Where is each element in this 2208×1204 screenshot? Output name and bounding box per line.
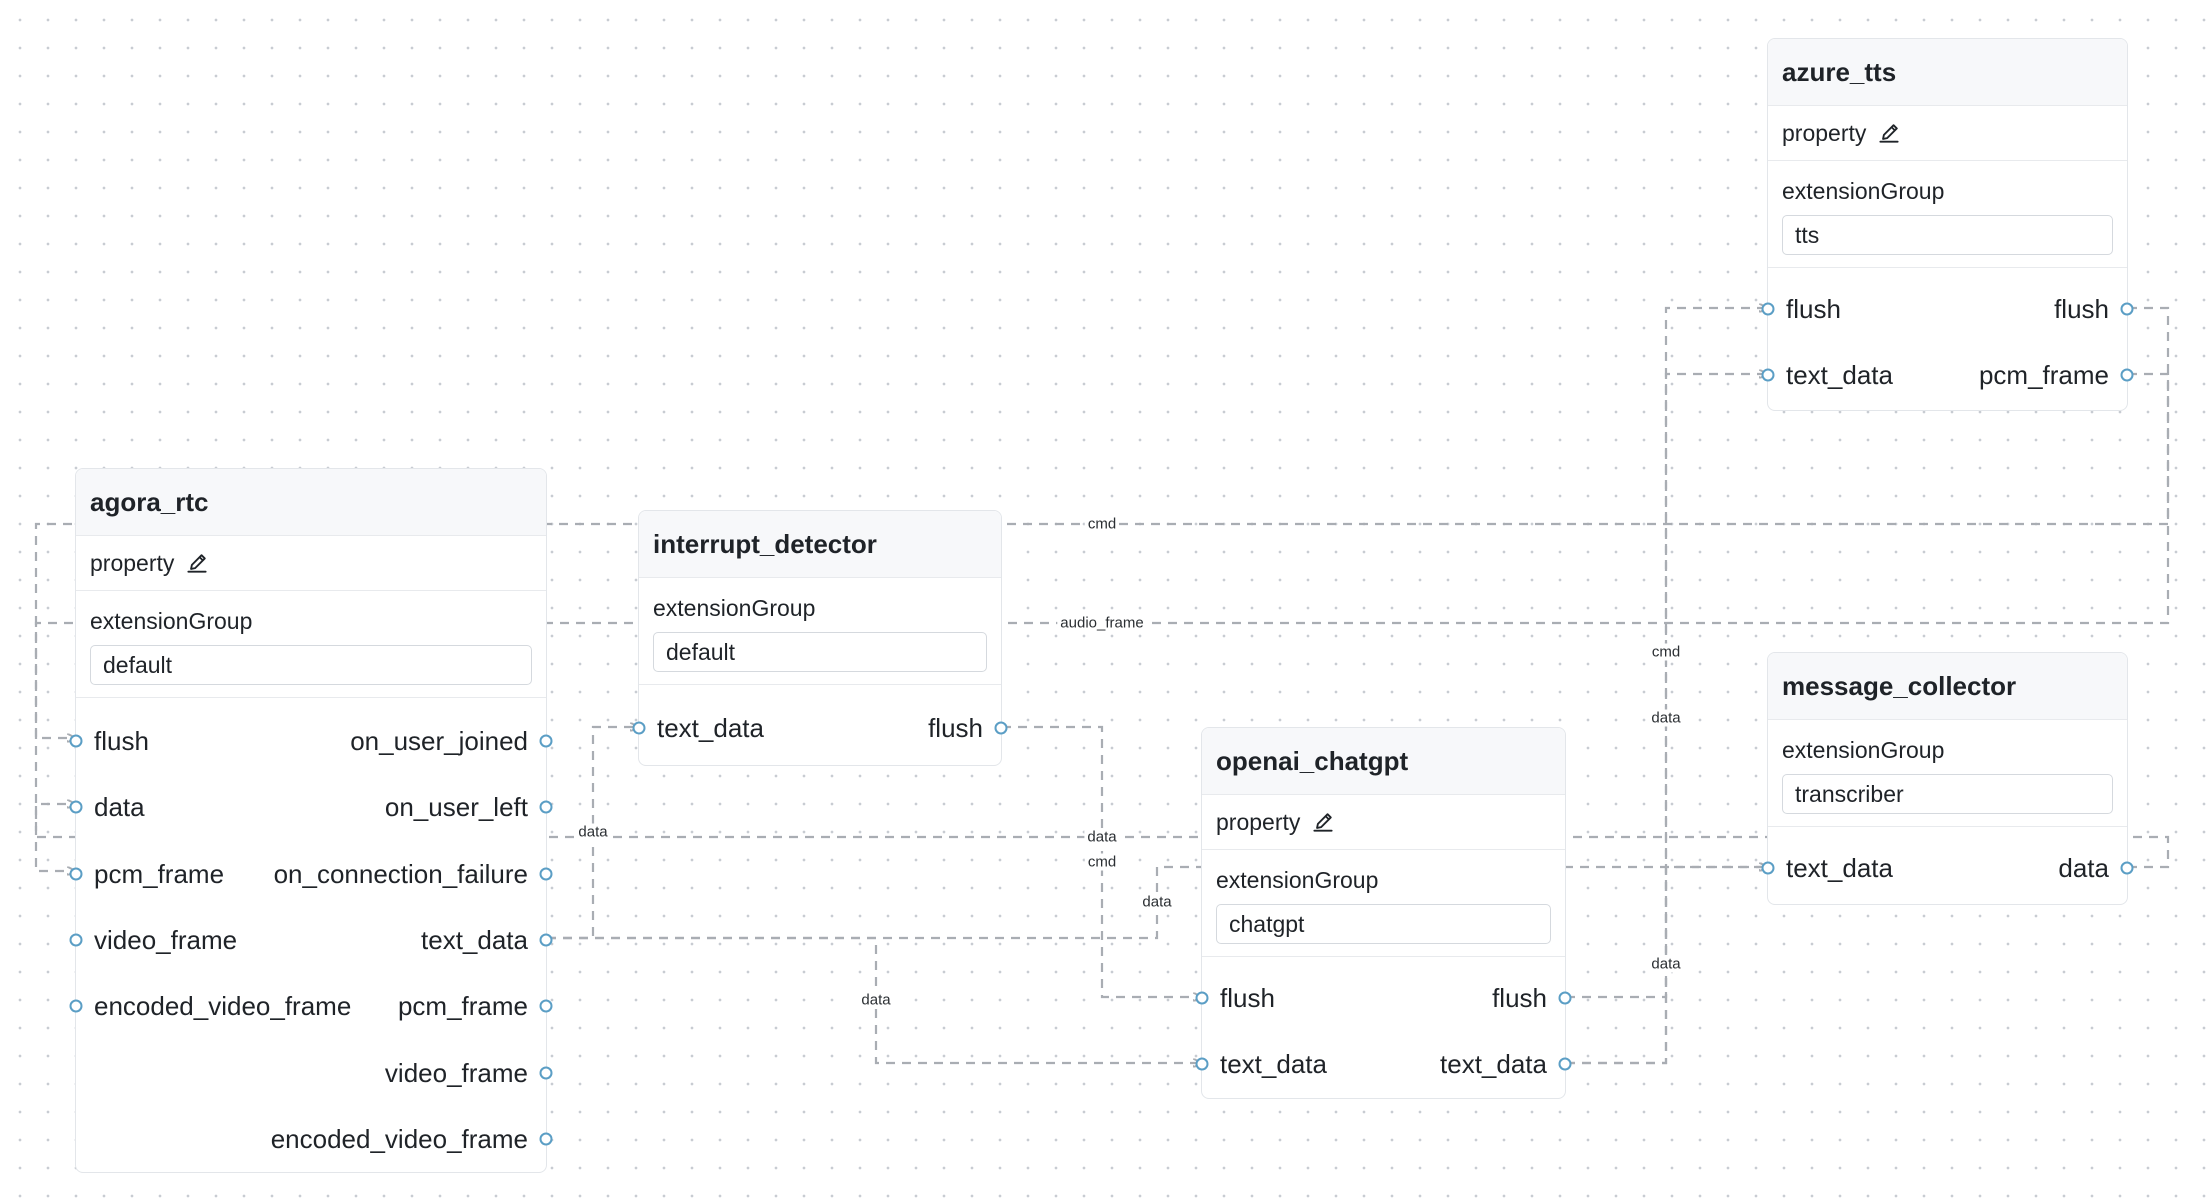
input-handle[interactable] xyxy=(69,800,83,814)
port-in-flush: flush xyxy=(94,726,149,756)
output-handle[interactable] xyxy=(994,721,1008,735)
pencil-icon[interactable] xyxy=(184,550,210,576)
output-handle[interactable] xyxy=(539,933,553,947)
node-header[interactable]: interrupt_detector xyxy=(639,511,1001,578)
pencil-icon[interactable] xyxy=(1310,809,1336,835)
property-label: property xyxy=(90,549,175,576)
node-title: interrupt_detector xyxy=(653,528,877,559)
property-row[interactable]: property xyxy=(76,536,546,591)
node-header[interactable]: azure_tts xyxy=(1768,39,2127,106)
port-in-text-data: text_data xyxy=(1786,853,1893,883)
output-handle[interactable] xyxy=(2120,302,2134,316)
output-handle[interactable] xyxy=(539,1132,553,1146)
port-in-encoded-video-frame: encoded_video_frame xyxy=(94,991,352,1021)
input-handle[interactable] xyxy=(1761,302,1775,316)
extension-group-section: extensionGroup tts xyxy=(1768,161,2127,268)
extension-group-label: extensionGroup xyxy=(1782,178,1945,204)
port-out-text-data: text_data xyxy=(1440,1049,1547,1079)
port-out-on-user-left: on_user_left xyxy=(384,792,528,822)
node-openai-chatgpt[interactable]: openai_chatgpt property extensionGroup c… xyxy=(1195,727,1572,1099)
port-out-flush: flush xyxy=(2054,294,2109,324)
port-in-flush: flush xyxy=(1786,294,1841,324)
node-interrupt-detector[interactable]: interrupt_detector extensionGroup defaul… xyxy=(632,510,1008,766)
output-handle[interactable] xyxy=(1558,1057,1572,1071)
extension-group-input[interactable]: tts xyxy=(1782,215,2113,255)
input-handle[interactable] xyxy=(69,999,83,1013)
output-handle[interactable] xyxy=(539,1066,553,1080)
property-row[interactable]: property xyxy=(1768,106,2127,161)
node-header[interactable]: agora_rtc xyxy=(76,469,546,536)
input-handle[interactable] xyxy=(632,721,646,735)
port-in-video-frame: video_frame xyxy=(94,925,238,955)
extension-group-input[interactable]: default xyxy=(90,645,532,685)
edge-label-data: data xyxy=(1648,955,1684,973)
node-header[interactable]: message_collector xyxy=(1768,653,2127,720)
port-out-flush: flush xyxy=(1492,983,1547,1013)
port-out-on-connection-failure: on_connection_failure xyxy=(273,859,528,889)
input-handle[interactable] xyxy=(69,867,83,881)
output-handle[interactable] xyxy=(2120,368,2134,382)
edge-label-data: data xyxy=(575,823,611,841)
port-in-text-data: text_data xyxy=(657,713,764,743)
port-in-text-data: text_data xyxy=(1220,1049,1327,1079)
output-handle[interactable] xyxy=(539,867,553,881)
port-out-text-data: text_data xyxy=(421,925,528,955)
node-title: azure_tts xyxy=(1782,56,1897,87)
extension-group-input[interactable]: default xyxy=(653,632,987,672)
node-message-collector[interactable]: message_collector extensionGroup transcr… xyxy=(1761,652,2134,905)
edge-label-audio-frame: audio_frame xyxy=(1057,614,1147,632)
extension-group-input[interactable]: chatgpt xyxy=(1216,904,1551,944)
property-label: property xyxy=(1216,808,1301,835)
node-title: openai_chatgpt xyxy=(1216,745,1409,776)
port-in-pcm-frame: pcm_frame xyxy=(94,859,225,889)
extension-group-section: extensionGroup default xyxy=(639,578,1001,685)
node-title: message_collector xyxy=(1782,670,2017,701)
node-agora-rtc[interactable]: agora_rtc property extensionGroup defaul… xyxy=(69,468,553,1173)
output-handle[interactable] xyxy=(1558,991,1572,1005)
edge-label-data: data xyxy=(1139,893,1175,911)
port-out-flush: flush xyxy=(928,713,983,743)
output-handle[interactable] xyxy=(539,734,553,748)
port-out-video-frame: video_frame xyxy=(384,1058,528,1088)
edge-label-cmd: cmd xyxy=(1648,643,1684,661)
edge-label-data: data xyxy=(858,991,894,1009)
port-out-pcm-frame: pcm_frame xyxy=(1978,360,2109,390)
edge-label-cmd: cmd xyxy=(1084,853,1120,871)
input-handle[interactable] xyxy=(1195,991,1209,1005)
port-in-data: data xyxy=(94,792,145,822)
input-handle[interactable] xyxy=(69,933,83,947)
port-out-pcm-frame: pcm_frame xyxy=(397,991,528,1021)
edge-label-data: data xyxy=(1648,709,1684,727)
output-handle[interactable] xyxy=(539,800,553,814)
extension-group-label: extensionGroup xyxy=(90,608,253,634)
output-handle[interactable] xyxy=(2120,861,2134,875)
extension-group-input[interactable]: transcriber xyxy=(1782,774,2113,814)
edge-label-cmd: cmd xyxy=(1084,515,1120,533)
property-label: property xyxy=(1782,119,1867,146)
node-title: agora_rtc xyxy=(90,486,209,517)
port-in-flush: flush xyxy=(1220,983,1275,1013)
input-handle[interactable] xyxy=(1761,861,1775,875)
input-handle[interactable] xyxy=(1195,1057,1209,1071)
node-azure-tts[interactable]: azure_tts property extensionGroup tts fl… xyxy=(1761,38,2134,411)
extension-group-label: extensionGroup xyxy=(1216,867,1379,893)
edge-label-data: data xyxy=(1084,828,1120,846)
input-handle[interactable] xyxy=(1761,368,1775,382)
extension-group-label: extensionGroup xyxy=(1782,737,1945,763)
pencil-icon[interactable] xyxy=(1876,120,1902,146)
extension-group-label: extensionGroup xyxy=(653,595,816,621)
port-out-on-user-joined: on_user_joined xyxy=(350,726,528,756)
extension-group-section: extensionGroup transcriber xyxy=(1768,720,2127,827)
port-out-encoded-video-frame: encoded_video_frame xyxy=(270,1124,528,1154)
node-header[interactable]: openai_chatgpt xyxy=(1202,728,1565,795)
port-in-text-data: text_data xyxy=(1786,360,1893,390)
port-out-data: data xyxy=(2058,853,2109,883)
extension-group-section: extensionGroup default xyxy=(76,591,546,698)
input-handle[interactable] xyxy=(69,734,83,748)
output-handle[interactable] xyxy=(539,999,553,1013)
property-row[interactable]: property xyxy=(1202,795,1565,850)
extension-group-section: extensionGroup chatgpt xyxy=(1202,850,1565,957)
